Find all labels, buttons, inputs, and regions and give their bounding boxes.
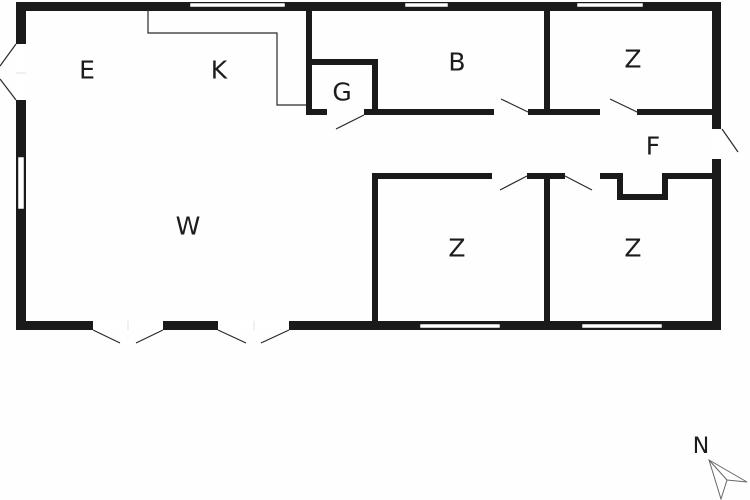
room-label-z-right: Z: [624, 234, 641, 263]
window-top-b: [404, 2, 449, 8]
north-compass: N: [693, 434, 748, 500]
room-label-b: B: [448, 48, 465, 77]
window-bottom-z2: [581, 323, 663, 329]
window-bottom-z1: [419, 323, 501, 329]
door-swings: [0, 43, 739, 344]
room-label-g: G: [332, 78, 351, 107]
room-labels: E K G B Z F W Z Z: [79, 45, 660, 263]
room-label-e: E: [79, 56, 95, 85]
room-label-z-top: Z: [624, 45, 641, 74]
room-label-z-middle: Z: [448, 234, 465, 263]
compass-arrow-icon: [708, 458, 748, 500]
window-top-k: [189, 2, 286, 8]
interior-walls: [306, 2, 717, 330]
room-label-k: K: [211, 56, 228, 85]
north-label: N: [693, 434, 709, 459]
window-top-z: [576, 2, 644, 8]
window-left-w: [17, 156, 25, 210]
room-label-w: W: [176, 212, 201, 241]
door-opening-dividers: [16, 72, 255, 330]
kitchen-counter: [147, 9, 306, 106]
room-label-f: F: [646, 132, 660, 161]
windows: [17, 2, 663, 329]
